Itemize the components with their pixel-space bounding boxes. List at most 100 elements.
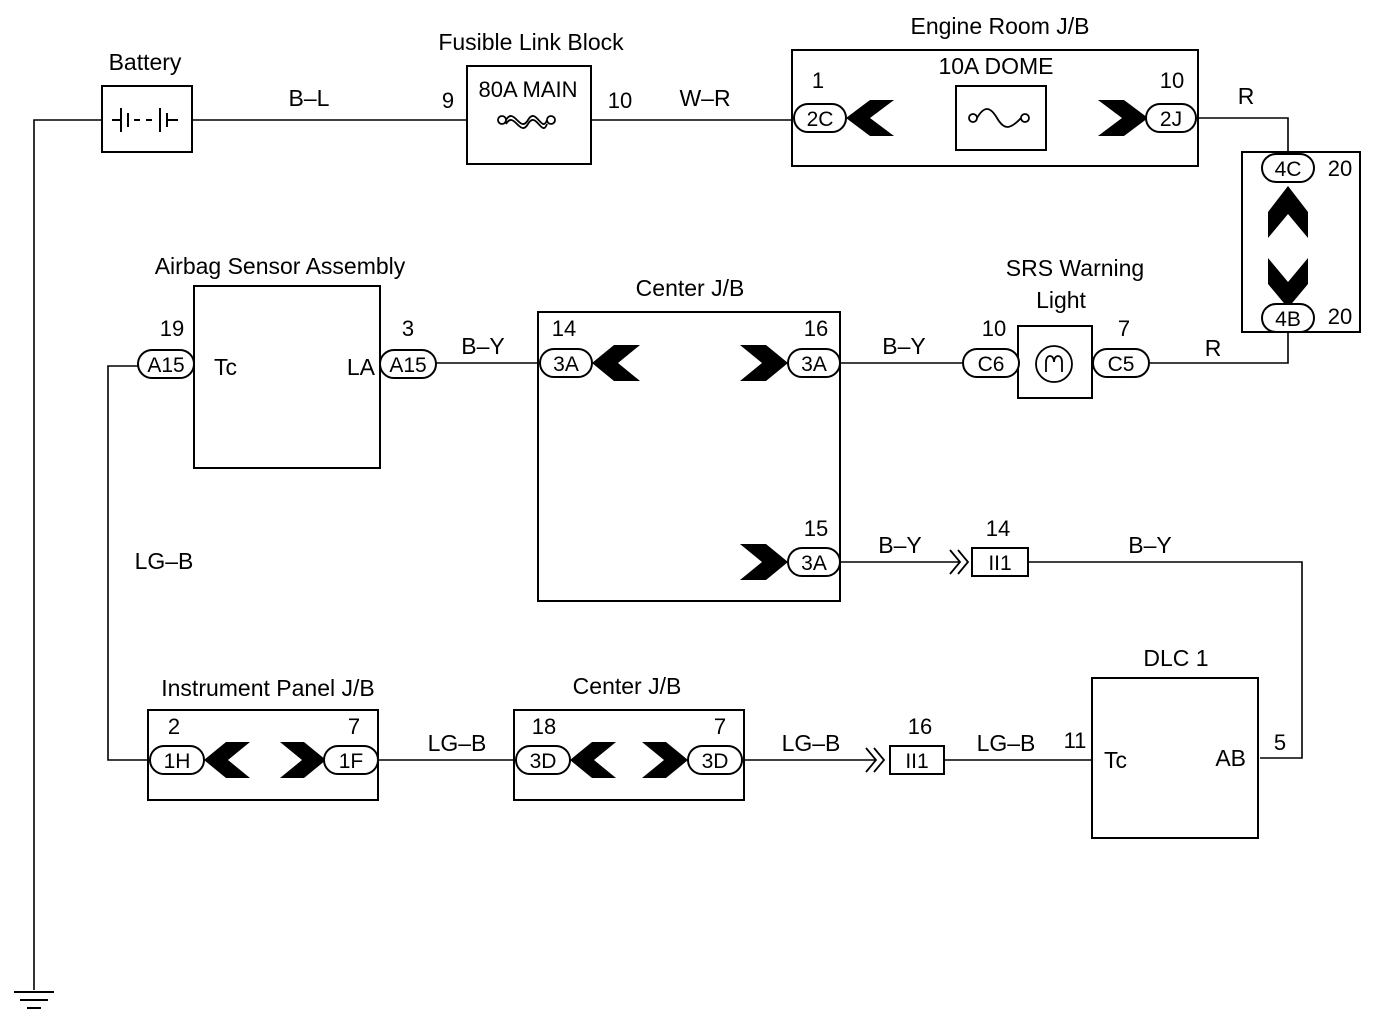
- battery-icon: [112, 108, 178, 132]
- connector-arrow-right-icon: [1098, 100, 1148, 136]
- pin-3a-15: 15: [804, 516, 828, 541]
- connector-a15-right-label: A15: [389, 354, 426, 377]
- pin-dlc-11: 11: [1064, 728, 1087, 753]
- instrument-panel-jb: Instrument Panel J/B 2 7 1H 1F: [147, 675, 379, 801]
- wire-ii1-14-to-dlc: [1028, 561, 1303, 759]
- connector-1f-label: 1F: [339, 750, 364, 773]
- connector-arrow-down-icon: [1268, 258, 1308, 308]
- engine-room-jb-label: Engine Room J/B: [911, 13, 1090, 39]
- pin-a15-3: 3: [402, 316, 414, 341]
- connector-c6-label: C6: [978, 353, 1005, 376]
- connector-3a-right-label: 3A: [801, 353, 827, 376]
- srs-warning-light-box: [1017, 325, 1093, 399]
- fuse-icon: [968, 108, 1030, 128]
- connector-ii1-lower-label: II1: [905, 750, 928, 773]
- connector-2j: [1145, 103, 1197, 133]
- pin-3d-18: 18: [532, 714, 556, 739]
- instrument-panel-jb-label: Instrument Panel J/B: [161, 675, 375, 701]
- connector-3d-right-label: 3D: [702, 750, 729, 773]
- connector-4c: [1261, 153, 1315, 183]
- pin-a15-19: 19: [160, 316, 184, 341]
- connector-c5-label: C5: [1108, 353, 1135, 376]
- pin-3d-7: 7: [714, 714, 726, 739]
- connector-ii1-upper-label: II1: [988, 552, 1011, 575]
- pin-ii1-16: 16: [908, 714, 932, 739]
- ii1-connector-14: 14 II1: [949, 516, 1029, 577]
- wire-2j-to-4c: [1196, 117, 1289, 152]
- connector-c6: [962, 348, 1020, 378]
- connector-arrow-up-icon: [1268, 186, 1308, 238]
- pin-3a-14: 14: [552, 316, 576, 341]
- connector-4c-label: 4C: [1275, 158, 1302, 181]
- connector-arrow-right-icon: [642, 742, 688, 778]
- airbag-sensor-box: [193, 285, 381, 469]
- connector-c5: [1092, 348, 1150, 378]
- connector-arrow-right-icon: [740, 544, 788, 580]
- connector-arrow-left-icon: [570, 742, 616, 778]
- connector-3d-right: [687, 745, 743, 775]
- connector-3a-left-label: 3A: [553, 353, 579, 376]
- terminal-tc-airbag: Tc: [214, 354, 237, 380]
- pin-c6-10: 10: [982, 316, 1006, 341]
- wire-label-w-r: W–R: [679, 85, 730, 111]
- connector-arrow-right-icon: [280, 742, 326, 778]
- terminal-ab: AB: [1215, 745, 1246, 771]
- bulb-icon: [1035, 345, 1073, 383]
- pin-c5-7: 7: [1118, 316, 1130, 341]
- center-jb-top: Center J/B 14 16 15 3A 3A 3A: [537, 275, 841, 602]
- connector-a15-left-label: A15: [147, 354, 184, 377]
- jb-4c-4b-box: [1241, 151, 1361, 333]
- dlc1: DLC 1 Tc AB 11 5: [1064, 645, 1286, 839]
- plug-arrow-icon: [949, 549, 970, 575]
- connector-2c-label: 2C: [807, 108, 834, 131]
- fusible-link-block: Fusible Link Block 80A MAIN 9 10: [438, 29, 632, 165]
- pin-erjb-10: 10: [1160, 68, 1184, 93]
- dome-fuse-box: [955, 85, 1047, 151]
- center-jb-bottom: Center J/B 18 7 3D 3D: [513, 673, 745, 801]
- connector-3a-lower: [787, 547, 841, 577]
- connector-3a-lower-label: 3A: [801, 552, 827, 575]
- connector-arrow-left-icon: [204, 742, 250, 778]
- wire-label-b-y-airbag: B–Y: [461, 333, 504, 359]
- wire-label-r-srs: R: [1205, 335, 1222, 361]
- ground-icon: [14, 991, 54, 1009]
- connector-2j-label: 2J: [1160, 108, 1182, 131]
- connector-arrow-left-icon: [846, 100, 894, 136]
- terminal-la: LA: [347, 354, 376, 380]
- wire-label-b-y-dlc: B–Y: [1128, 532, 1171, 558]
- wire-label-b-y-ii1: B–Y: [878, 532, 921, 558]
- pin-fl-10: 10: [608, 88, 632, 113]
- fusible-link-block-box: [466, 65, 592, 165]
- pin-erjb-1: 1: [812, 68, 824, 93]
- pin-fl-9: 9: [442, 88, 454, 113]
- dlc1-box: [1091, 677, 1259, 839]
- dlc1-label: DLC 1: [1143, 645, 1208, 671]
- terminal-tc-dlc: Tc: [1104, 747, 1127, 773]
- connector-ii1-upper: [971, 547, 1029, 577]
- connector-arrow-left-icon: [592, 345, 640, 381]
- connector-1h-label: 1H: [164, 750, 191, 773]
- connector-a15-left: [137, 349, 195, 379]
- wire-label-lg-b-dlc: LG–B: [977, 730, 1036, 756]
- ground-wire: [33, 119, 112, 990]
- srs-warning-label-line2: Light: [1036, 287, 1086, 313]
- pin-ii1-14: 14: [986, 516, 1010, 541]
- pin-dlc-5: 5: [1274, 730, 1286, 755]
- pin-3a-16: 16: [804, 316, 828, 341]
- ii1-connector-16: 16 II1: [865, 714, 945, 775]
- wire-label-lg-b-cjb: LG–B: [782, 730, 841, 756]
- connector-4b: [1261, 303, 1315, 333]
- engine-room-jb: Engine Room J/B 10A DOME 1 10 2C 2J: [791, 13, 1199, 167]
- fusible-link-block-label: Fusible Link Block: [438, 29, 624, 55]
- center-jb-top-label: Center J/B: [636, 275, 745, 301]
- engine-room-jb-right-block: 4C 20 4B 20: [1241, 151, 1361, 333]
- fusible-link-icon: [497, 115, 556, 129]
- connector-4b-label: 4B: [1275, 308, 1301, 331]
- main-fuse-label: 80A MAIN: [478, 77, 577, 102]
- pin-1f-7: 7: [348, 714, 360, 739]
- pin-1h-2: 2: [168, 714, 180, 739]
- wire-airbag-tc-to-ipjb: [107, 365, 150, 761]
- wire-label-b-l: B–L: [289, 85, 330, 111]
- srs-warning-label-line1: SRS Warning: [1006, 255, 1144, 281]
- plug-arrow-icon: [865, 747, 886, 773]
